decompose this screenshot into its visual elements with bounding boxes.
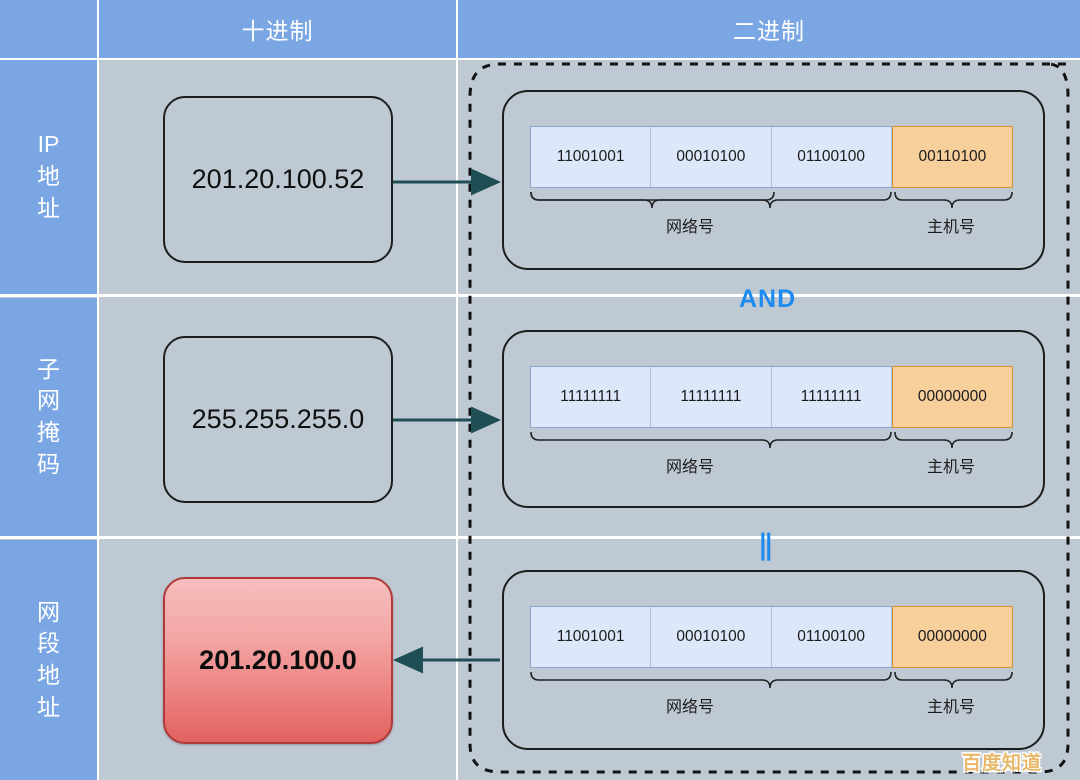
grid-divider-vertical-columns xyxy=(456,0,458,780)
octet-cell-host: 00110100 xyxy=(891,126,1013,188)
operator-and: AND xyxy=(739,285,797,313)
octet-cell-host: 00000000 xyxy=(891,366,1013,428)
grid-divider-row2 xyxy=(0,536,1080,539)
octet-row-subnet-mask: 11111111 11111111 11111111 00000000 xyxy=(530,366,1013,428)
sidebar-item-ip-address: IP地址 xyxy=(0,60,97,294)
sidebar-label-network-address: 网段地址 xyxy=(37,598,60,720)
decimal-box-network-address: 201.20.100.0 xyxy=(163,577,393,744)
header-binary: 二进制 xyxy=(458,0,1080,58)
grid-divider-header xyxy=(0,58,1080,60)
octet-row-ip-address: 11001001 00010100 01100100 00110100 xyxy=(530,126,1013,188)
octet-cell: 11001001 xyxy=(531,127,652,187)
octet-cell: 00010100 xyxy=(651,607,772,667)
octet-cell: 00010100 xyxy=(651,127,772,187)
octet-row-network-address: 11001001 00010100 01100100 00000000 xyxy=(530,606,1013,668)
sidebar-label-ip-address: IP地址 xyxy=(37,131,60,221)
operator-equals: || xyxy=(759,528,772,561)
dashed-binary-boundary xyxy=(468,62,1070,774)
octet-cell: 01100100 xyxy=(771,127,892,187)
label-host-number-mask: 主机号 xyxy=(926,459,975,476)
label-network-number-mask: 网络号 xyxy=(665,459,714,476)
octet-cell-host: 00000000 xyxy=(891,606,1013,668)
header-corner-cell xyxy=(0,0,97,58)
label-host-number-result: 主机号 xyxy=(926,699,975,716)
label-host-number-ip: 主机号 xyxy=(926,219,975,236)
label-network-number-result: 网络号 xyxy=(665,699,714,716)
label-network-number-ip: 网络号 xyxy=(665,219,714,236)
octet-cell: 01100100 xyxy=(771,607,892,667)
sidebar-item-subnet-mask: 子网掩码 xyxy=(0,298,97,536)
decimal-box-subnet-mask: 255.255.255.0 xyxy=(163,336,393,503)
grid-divider-row1 xyxy=(0,294,1080,297)
sidebar-label-subnet-mask: 子网掩码 xyxy=(37,355,60,477)
sidebar-item-network-address: 网段地址 xyxy=(0,540,97,780)
watermark-baidu-zhidao: 百度知道 xyxy=(962,753,1043,774)
octet-cell: 11001001 xyxy=(531,607,652,667)
grid-divider-vertical-sidebar xyxy=(97,0,99,780)
octet-cell: 11111111 xyxy=(771,367,892,427)
octet-cell: 11111111 xyxy=(531,367,652,427)
header-decimal: 十进制 xyxy=(99,0,456,58)
decimal-box-ip-address: 201.20.100.52 xyxy=(163,96,393,263)
octet-cell: 11111111 xyxy=(651,367,772,427)
